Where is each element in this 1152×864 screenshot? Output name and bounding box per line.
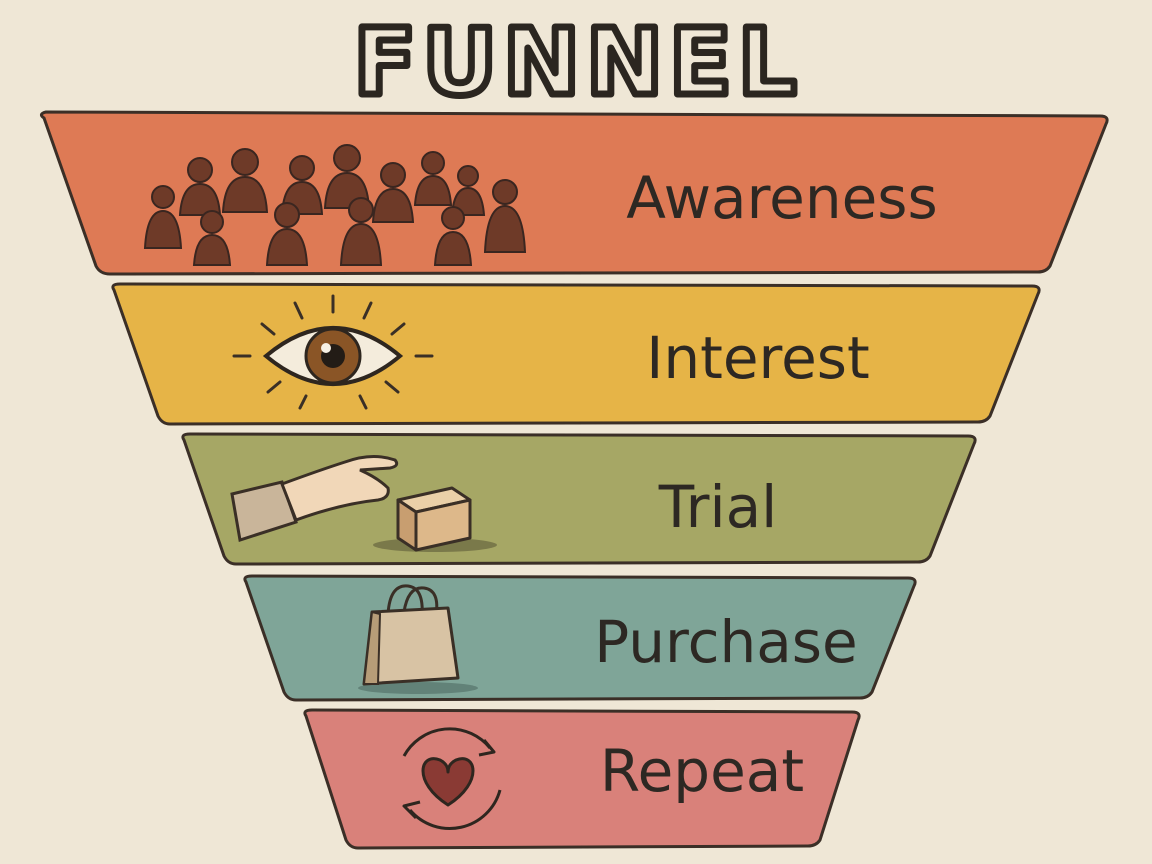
hand-box-icon [230, 455, 497, 552]
eye-icon [232, 294, 434, 410]
stage-label-interest: Interest [646, 324, 870, 392]
stage-band-interest [111, 282, 1041, 426]
stage-label-trial: Trial [658, 473, 778, 541]
funnel-stage-repeat: Repeat [303, 708, 861, 850]
page-title: FUNNEL [353, 9, 802, 116]
stage-label-purchase: Purchase [594, 608, 857, 676]
funnel-stage-trial: Trial [181, 432, 977, 566]
stage-band-repeat [303, 708, 861, 850]
stage-band-awareness [39, 110, 1109, 276]
stage-label-repeat: Repeat [600, 737, 804, 805]
funnel-stage-purchase: Purchase [243, 574, 917, 702]
funnel-stage-awareness: Awareness [39, 110, 1109, 276]
funnel-stage-interest: Interest [111, 282, 1041, 426]
heart-cycle-icon [402, 727, 502, 830]
stage-label-awareness: Awareness [626, 164, 937, 232]
crowd-icon [143, 144, 527, 266]
shopping-bag-icon [358, 584, 478, 694]
